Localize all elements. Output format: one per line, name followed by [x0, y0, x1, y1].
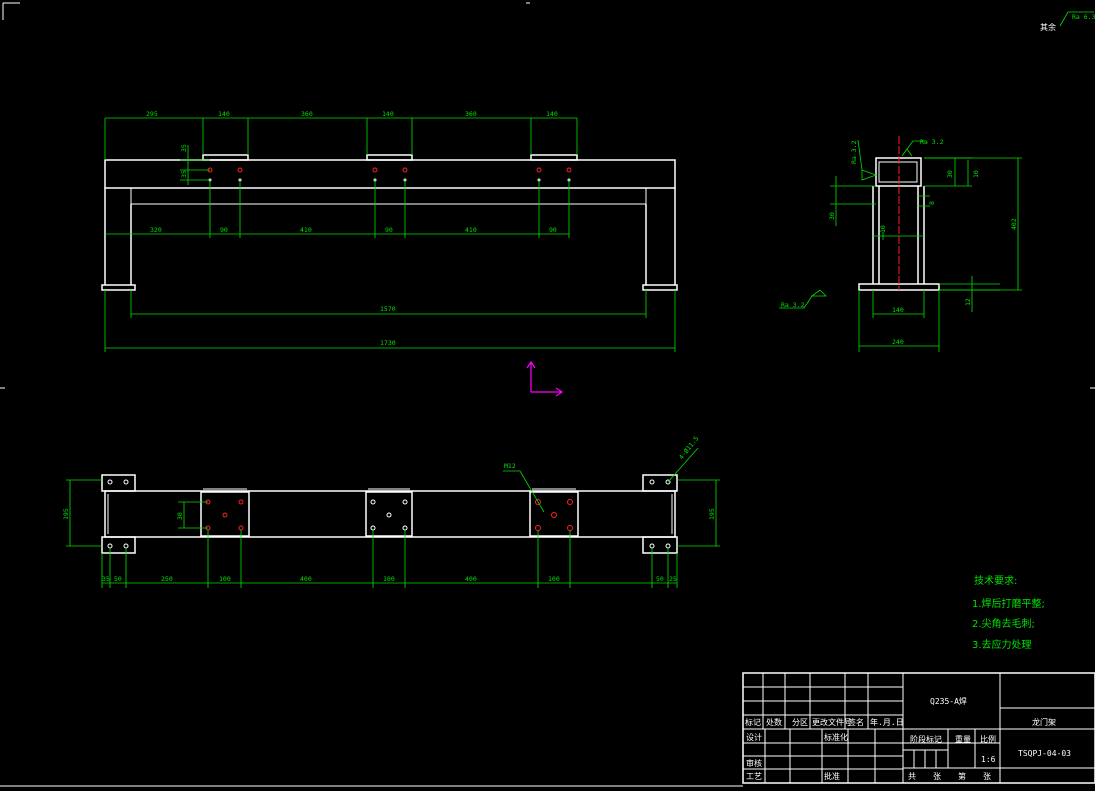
tb-material: Q235-A焊 [930, 696, 967, 706]
dim-top-4: 140 [382, 110, 394, 118]
general-roughness: 其余 Ra 6.3 [1040, 11, 1095, 32]
dim-left-2: 35 [180, 170, 188, 178]
tb-head-2: 处数 [766, 717, 782, 727]
side-rough-left: Ra 3.2 [850, 140, 858, 164]
title-block: Q235-A焊 龙门架 TSQPJ-04-03 1:6 标记 处数 分区 更改文… [742, 672, 1095, 784]
tb-row-design: 设计 [746, 732, 762, 742]
tb-drawing-no: TSQPJ-04-03 [1018, 749, 1071, 758]
note-1: 1.焊后打磨平整; [972, 597, 1045, 610]
tb-head-3: 分区 [792, 718, 808, 727]
dim-row-1: 320 [150, 226, 162, 234]
tb-sheet-4: 张 [983, 772, 991, 781]
side-dim-2: 10 [972, 170, 980, 178]
tb-row-review: 审核 [746, 758, 762, 768]
dim-overall-length: 1730 [380, 339, 396, 347]
technical-notes: 技术要求: 1.焊后打磨平整; 2.尖角去毛刺; 3.去应力处理 [972, 574, 1045, 651]
tb-sheet-3: 第 [958, 771, 966, 781]
plan-holes [107, 479, 671, 549]
notes-title: 技术要求: [974, 574, 1017, 587]
plan-dim-b4: 100 [219, 575, 231, 583]
tb-part-name: 龙门架 [1032, 717, 1056, 727]
side-dim-6: 140 [892, 306, 904, 314]
plan-dim-left: 195 [62, 508, 70, 520]
dim-row-2: 90 [220, 226, 228, 234]
dim-top-6: 140 [546, 110, 558, 118]
plan-dim-b5: 400 [300, 575, 312, 583]
dim-row-4: 90 [385, 226, 393, 234]
roughness-prefix: 其余 [1040, 22, 1056, 32]
dim-row-3: 410 [300, 226, 312, 234]
side-dim-3: 8 [928, 201, 936, 205]
tb-sheet-1: 共 [908, 772, 916, 781]
dim-left-1: 35 [180, 144, 188, 152]
note-2: 2.尖角去毛刺; [972, 617, 1035, 630]
ucs-icon [526, 360, 564, 397]
plan-dim-right: 195 [708, 508, 716, 520]
note-3: 3.去应力处理 [972, 638, 1032, 651]
plan-dim-b1: 35 [102, 575, 110, 583]
plan-dim-b8: 100 [548, 575, 560, 583]
plan-view: M12 4-Ø11.5 195 30 195 35 50 250 100 400… [62, 435, 720, 588]
plan-dim-b3: 250 [161, 575, 173, 583]
tb-head-1: 标记 [745, 717, 761, 727]
tb-row-scale: 比例 [980, 734, 996, 744]
hole-label-dia: 4-Ø11.5 [677, 435, 700, 462]
side-dim-5: 10 [879, 225, 887, 233]
front-holes [207, 167, 572, 182]
tb-head-5: 签名 [848, 717, 864, 727]
dim-top-1: 295 [146, 110, 158, 118]
side-rough-top: Ra 3.2 [920, 138, 944, 146]
plan-dim-b9: 50 [656, 575, 664, 583]
tb-row-standard: 标准化 [824, 732, 848, 742]
roughness-general-text: Ra 6.3 [1072, 13, 1095, 21]
dim-top-3: 360 [301, 110, 313, 118]
side-dim-1: 30 [946, 170, 954, 178]
dim-inner-length: 1570 [380, 305, 396, 313]
corner-marks [0, 2, 1095, 389]
side-dim-width: 240 [892, 338, 904, 346]
side-rough-base: Ra 3.2 [781, 301, 805, 309]
side-dim-4: 30 [828, 212, 836, 220]
dim-top-5: 360 [465, 110, 477, 118]
tb-head-4: 更改文件号 [812, 717, 852, 727]
side-dim-height: 402 [1010, 218, 1018, 230]
plan-dim-b10: 25 [669, 575, 677, 583]
side-dim-7: 12 [964, 298, 972, 306]
dim-row-6: 90 [549, 226, 557, 234]
plan-dim-b6: 100 [383, 575, 395, 583]
dim-row-5: 410 [465, 226, 477, 234]
front-view: 295 140 360 140 360 140 320 90 410 90 41… [101, 110, 678, 352]
tb-row-process: 工艺 [746, 772, 762, 781]
plan-dim-b7: 400 [465, 575, 477, 583]
side-view: Ra 3.2 Ra 3.2 Ra 3.2 30 10 8 30 10 402 1… [779, 136, 1022, 352]
tb-row-approve: 批准 [824, 771, 840, 781]
tb-head-6: 年.月.日 [870, 717, 904, 727]
tb-row-weight: 重量 [955, 734, 971, 744]
tb-scale: 1:6 [981, 755, 996, 764]
tb-row-stage: 阶段标记 [910, 734, 942, 744]
plan-dim-b2: 50 [114, 575, 122, 583]
hole-label-m12: M12 [504, 462, 516, 470]
plan-dim-hole: 30 [176, 512, 184, 520]
dim-top-2: 140 [218, 110, 230, 118]
tb-sheet-2: 张 [933, 772, 941, 781]
